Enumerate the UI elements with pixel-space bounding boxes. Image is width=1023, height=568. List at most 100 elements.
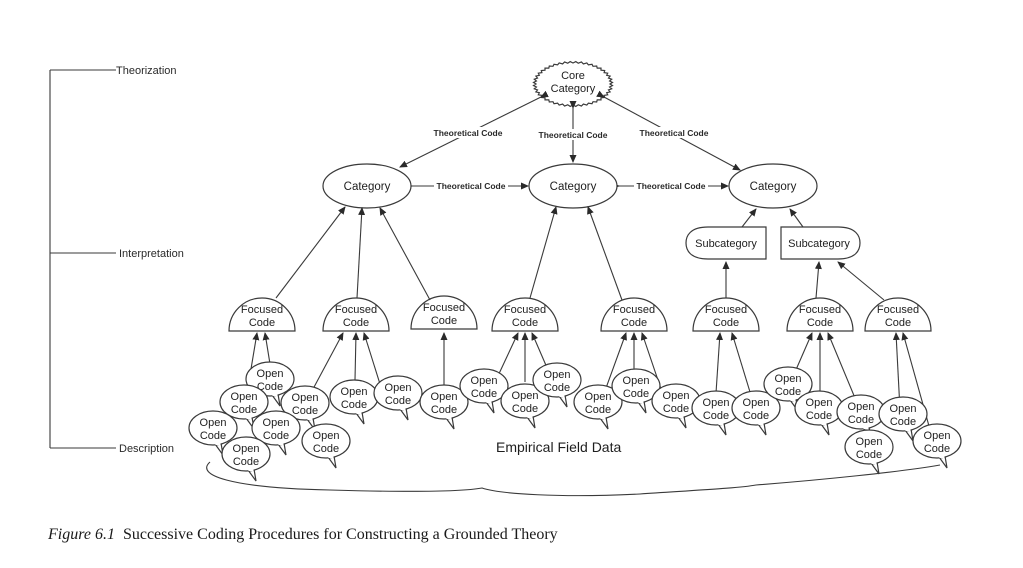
svg-text:Open: Open <box>856 436 883 448</box>
svg-text:Code: Code <box>621 317 647 329</box>
svg-text:Code: Code <box>200 430 226 442</box>
edge-open-to-focused <box>262 332 271 365</box>
svg-text:Open: Open <box>775 373 802 385</box>
edge-focused-to-category <box>275 206 346 299</box>
svg-text:Code: Code <box>775 386 801 398</box>
svg-text:Code: Code <box>924 443 950 455</box>
svg-text:Open: Open <box>257 368 284 380</box>
edge-open-to-focused <box>312 332 344 390</box>
svg-text:Open: Open <box>313 430 340 442</box>
edge-open-to-focused <box>352 332 360 381</box>
svg-text:Subcategory: Subcategory <box>695 238 757 250</box>
svg-text:Code: Code <box>585 404 611 416</box>
edge-open-to-focused <box>715 332 724 394</box>
grounded-theory-diagram: Theorization Interpretation Description … <box>49 60 962 497</box>
svg-text:Code: Code <box>663 403 689 415</box>
svg-text:Open: Open <box>512 390 539 402</box>
svg-text:Code: Code <box>233 456 259 468</box>
svg-text:Category: Category <box>750 181 797 193</box>
link-sub1-cat3 <box>741 208 757 228</box>
level-description: Description <box>119 443 174 455</box>
svg-text:Focused: Focused <box>335 304 377 316</box>
svg-text:Focused: Focused <box>241 304 283 316</box>
svg-text:Open: Open <box>585 391 612 403</box>
theoretical-code-label: Theoretical Code <box>539 130 608 140</box>
svg-text:Code: Code <box>385 395 411 407</box>
edge-focused-to-category <box>814 261 822 299</box>
level-interpretation: Interpretation <box>119 248 184 260</box>
edge-open-to-focused <box>496 332 519 379</box>
svg-text:Open: Open <box>233 443 260 455</box>
svg-text:Focused: Focused <box>504 304 546 316</box>
level-bracket: Theorization Interpretation Description <box>49 65 184 455</box>
category-node-1: Category <box>322 163 412 209</box>
svg-text:Code: Code <box>890 416 916 428</box>
svg-text:Focused: Focused <box>423 302 465 314</box>
theoretical-code-label: Theoretical Code <box>640 128 709 138</box>
svg-text:Code: Code <box>703 410 729 422</box>
svg-text:Code: Code <box>471 388 497 400</box>
svg-text:Code: Code <box>249 317 275 329</box>
svg-text:Code: Code <box>292 405 318 417</box>
theoretical-code-label: Theoretical Code <box>637 181 706 191</box>
theoretical-code-label: Theoretical Code <box>437 181 506 191</box>
svg-text:Open: Open <box>703 397 730 409</box>
svg-text:Code: Code <box>544 382 570 394</box>
svg-text:Category: Category <box>551 83 596 95</box>
edge-focused-to-category <box>837 261 885 301</box>
edge-open-to-focused <box>730 332 751 393</box>
svg-text:Focused: Focused <box>613 304 655 316</box>
theoretical-code-label: Theoretical Code <box>434 128 503 138</box>
svg-text:Code: Code <box>257 381 283 393</box>
svg-text:Category: Category <box>550 181 597 193</box>
svg-text:Code: Code <box>263 430 289 442</box>
link-sub2-cat3 <box>789 208 804 228</box>
core-category-node: Core Category <box>532 60 614 108</box>
figure-title: Successive Coding Procedures for Constru… <box>122 526 558 543</box>
svg-text:Open: Open <box>806 397 833 409</box>
svg-text:Code: Code <box>848 414 874 426</box>
svg-text:Code: Code <box>856 449 882 461</box>
edge-focused-to-category <box>356 207 366 299</box>
edge-focused-to-category <box>379 207 431 301</box>
svg-text:Code: Code <box>431 404 457 416</box>
svg-text:Code: Code <box>313 443 339 455</box>
figure-caption: Figure 6.1 Successive Coding Procedures … <box>48 526 558 544</box>
svg-text:Open: Open <box>663 390 690 402</box>
edge-focused-to-category <box>529 206 558 299</box>
subcategory-node-2: Subcategory <box>780 226 861 260</box>
field-data-label: Empirical Field Data <box>496 439 621 455</box>
svg-text:Subcategory: Subcategory <box>788 238 850 250</box>
svg-text:Code: Code <box>743 410 769 422</box>
svg-text:Code: Code <box>431 315 457 327</box>
svg-text:Code: Code <box>512 403 538 415</box>
svg-text:Code: Code <box>713 317 739 329</box>
svg-text:Open: Open <box>848 401 875 413</box>
edge-focused-to-category <box>587 206 623 301</box>
svg-text:Open: Open <box>231 391 258 403</box>
svg-text:Open: Open <box>341 386 368 398</box>
svg-text:Code: Code <box>623 388 649 400</box>
